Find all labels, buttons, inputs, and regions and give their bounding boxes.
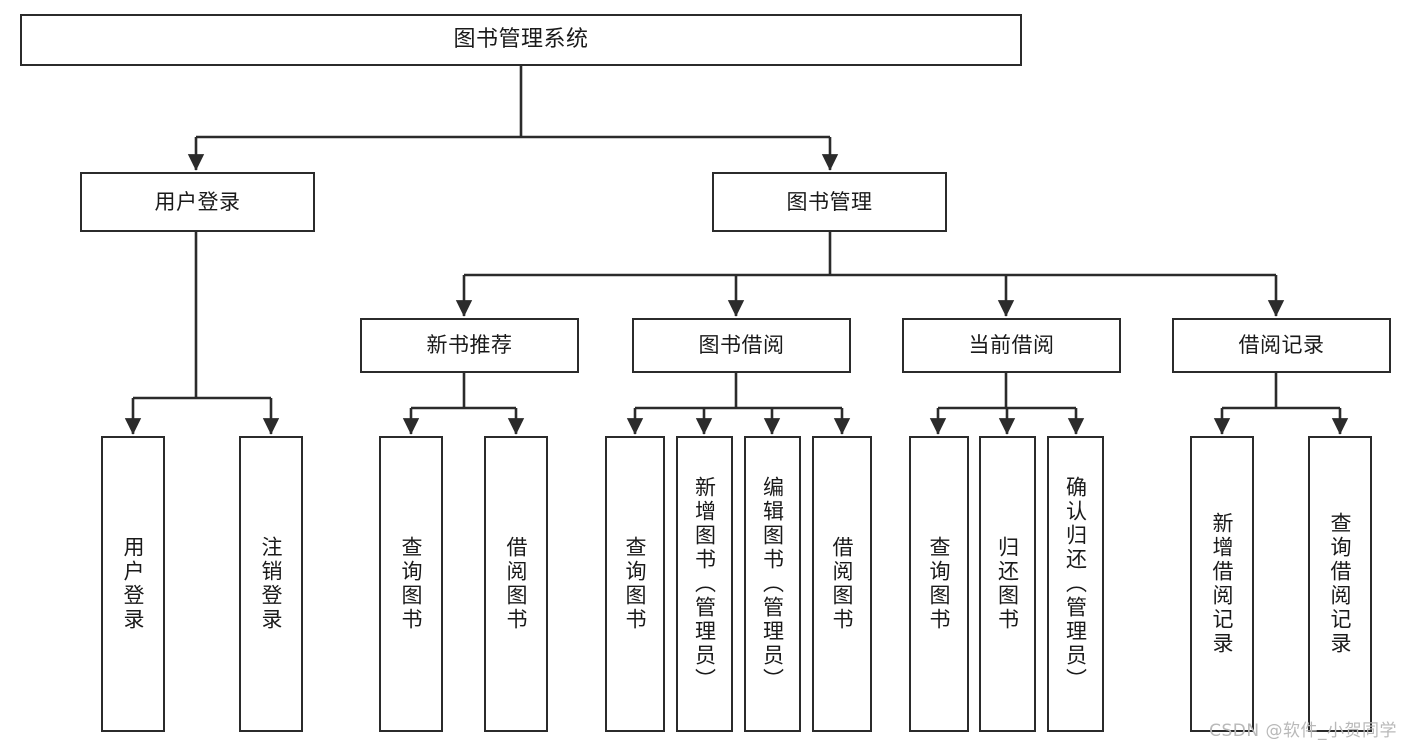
leaf-query-record-label: 查询借阅记录: [1328, 512, 1353, 656]
leaf-add-book[interactable]: 新增图书（管理员）: [676, 436, 733, 732]
leaf-query-record[interactable]: 查询借阅记录: [1308, 436, 1372, 732]
leaf-return-book-label: 归还图书: [995, 536, 1020, 632]
leaf-confirm-return-label: 确认归还（管理员）: [1063, 476, 1088, 692]
leaf-user-logout-label: 注销登录: [259, 536, 284, 632]
node-borrow-record[interactable]: 借阅记录: [1172, 318, 1391, 373]
leaf-return-book[interactable]: 归还图书: [979, 436, 1036, 732]
node-current-borrow[interactable]: 当前借阅: [902, 318, 1121, 373]
leaf-borrow-book-1[interactable]: 借阅图书: [484, 436, 548, 732]
leaf-query-book-3-label: 查询图书: [927, 536, 952, 632]
leaf-add-book-label: 新增图书（管理员）: [692, 476, 717, 692]
node-borrow-record-label: 借阅记录: [1238, 333, 1325, 358]
node-new-book-recommend[interactable]: 新书推荐: [360, 318, 579, 373]
node-user-login-label: 用户登录: [154, 189, 241, 214]
leaf-query-book-3[interactable]: 查询图书: [909, 436, 969, 732]
leaf-query-book-1-label: 查询图书: [399, 536, 424, 632]
leaf-add-record[interactable]: 新增借阅记录: [1190, 436, 1254, 732]
node-root-label: 图书管理系统: [453, 27, 589, 53]
leaf-add-record-label: 新增借阅记录: [1210, 512, 1235, 656]
leaf-borrow-book-1-label: 借阅图书: [504, 536, 529, 632]
leaf-borrow-book-2[interactable]: 借阅图书: [812, 436, 872, 732]
node-user-login[interactable]: 用户登录: [80, 172, 315, 232]
node-book-borrow[interactable]: 图书借阅: [632, 318, 851, 373]
node-new-book-recommend-label: 新书推荐: [426, 333, 513, 358]
watermark: CSDN @软件_小贺同学: [1209, 721, 1397, 741]
leaf-user-login-label: 用户登录: [121, 536, 146, 632]
node-root[interactable]: 图书管理系统: [20, 14, 1022, 66]
leaf-query-book-1[interactable]: 查询图书: [379, 436, 443, 732]
leaf-edit-book[interactable]: 编辑图书（管理员）: [744, 436, 801, 732]
leaf-query-book-2-label: 查询图书: [623, 536, 648, 632]
leaf-user-logout[interactable]: 注销登录: [239, 436, 303, 732]
node-book-borrow-label: 图书借阅: [698, 333, 785, 358]
leaf-edit-book-label: 编辑图书（管理员）: [760, 476, 785, 692]
leaf-user-login[interactable]: 用户登录: [101, 436, 165, 732]
node-current-borrow-label: 当前借阅: [968, 333, 1055, 358]
node-book-management-label: 图书管理: [786, 189, 873, 214]
leaf-query-book-2[interactable]: 查询图书: [605, 436, 665, 732]
leaf-borrow-book-2-label: 借阅图书: [830, 536, 855, 632]
leaf-confirm-return[interactable]: 确认归还（管理员）: [1047, 436, 1104, 732]
node-book-management[interactable]: 图书管理: [712, 172, 947, 232]
